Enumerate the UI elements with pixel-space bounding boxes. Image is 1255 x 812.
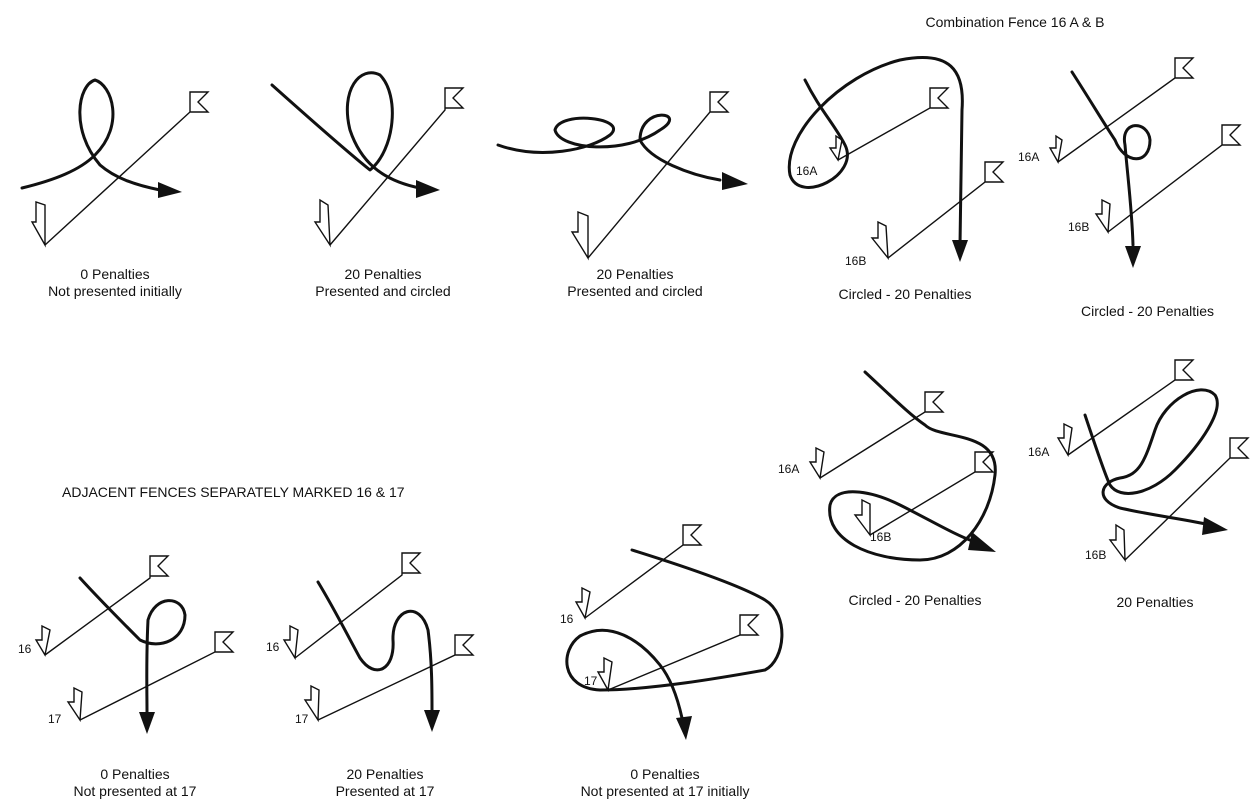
fence-label-6b: 16B [870, 530, 892, 544]
track-4 [787, 55, 964, 247]
arrow-3 [722, 172, 748, 190]
fence-10a [574, 524, 703, 621]
fence-label-4a: 16A [796, 164, 818, 178]
fence-label-8b: 17 [48, 712, 62, 726]
diagram-3 [496, 91, 748, 261]
caption-8: 0 Penalties Not presented at 17 [20, 766, 250, 800]
caption-2-note: Presented and circled [315, 283, 451, 299]
track-6 [828, 370, 997, 562]
caption-9: 20 Penalties Presented at 17 [270, 766, 500, 800]
fence-label-10b: 17 [584, 674, 598, 688]
fence-label-6a: 16A [778, 462, 800, 476]
caption-3-note: Presented and circled [567, 283, 703, 299]
arrow-7 [1202, 517, 1228, 535]
fence-9a [282, 552, 422, 661]
fence-label-7b: 16B [1085, 548, 1107, 562]
caption-5: Circled - 20 Penalties [1040, 303, 1255, 320]
fence-label-10a: 16 [560, 612, 574, 626]
fence-label-7a: 16A [1028, 445, 1050, 459]
caption-7-penalty: 20 Penalties [1116, 594, 1194, 610]
caption-6-penalty: Circled - 20 Penalties [848, 592, 982, 608]
diagram-4 [787, 55, 1005, 262]
fence-8b [66, 631, 235, 723]
caption-9-penalty: 20 Penalties [346, 766, 424, 782]
diagram-8 [34, 555, 235, 734]
caption-4-penalty: Circled - 20 Penalties [838, 286, 972, 302]
diagram-2 [270, 71, 465, 248]
diagram-7 [1056, 359, 1250, 563]
caption-9-note: Presented at 17 [335, 783, 435, 799]
track-5 [1070, 70, 1152, 247]
track-10 [565, 548, 784, 720]
caption-10-penalty: 0 Penalties [630, 766, 700, 782]
caption-3-penalty: 20 Penalties [596, 266, 674, 282]
fence-7a [1056, 359, 1195, 458]
diagram-10 [565, 524, 784, 740]
caption-10: 0 Penalties Not presented at 17 initiall… [520, 766, 810, 800]
fence-label-9b: 17 [295, 712, 309, 726]
track-1 [20, 78, 162, 192]
diagram-5 [1048, 57, 1242, 268]
fence-9b [303, 634, 475, 723]
fence-3 [570, 91, 730, 261]
fence-1 [30, 91, 210, 248]
arrow-8 [139, 712, 155, 734]
caption-5-penalty: Circled - 20 Penalties [1080, 303, 1215, 319]
caption-4: Circled - 20 Penalties [790, 286, 1020, 303]
fence-label-9a: 16 [266, 640, 280, 654]
fence-label-4b: 16B [845, 254, 867, 268]
track-3 [496, 113, 722, 182]
track-7 [1083, 388, 1219, 527]
diagram-9 [282, 552, 475, 732]
caption-1-note: Not presented initially [48, 283, 182, 299]
track-2 [270, 71, 422, 190]
caption-6: Circled - 20 Penalties [800, 592, 1030, 609]
arrow-2 [416, 180, 440, 198]
fence-5a [1048, 57, 1195, 165]
caption-8-note: Not presented at 17 [73, 783, 197, 799]
track-8 [78, 576, 187, 714]
fence-10b [596, 614, 760, 693]
fence-6b [853, 451, 995, 538]
fence-4b [870, 161, 1005, 261]
diagram-1 [20, 78, 210, 248]
arrow-10 [676, 716, 692, 740]
fence-label-5b: 16B [1068, 220, 1090, 234]
combination-fence-title: Combination Fence 16 A & B [925, 14, 1105, 30]
fence-7b [1108, 437, 1250, 563]
arrow-4 [952, 240, 968, 262]
caption-1: 0 Penalties Not presented initially [0, 266, 230, 300]
arrow-5 [1125, 246, 1141, 268]
fence-5b [1094, 124, 1242, 235]
adjacent-fences-title: ADJACENT FENCES SEPARATELY MARKED 16 & 1… [62, 484, 405, 500]
fence-label-8a: 16 [18, 642, 32, 656]
arrow-1 [158, 182, 182, 198]
fence-2 [313, 87, 465, 248]
caption-7: 20 Penalties [1060, 594, 1250, 611]
caption-2-penalty: 20 Penalties [344, 266, 422, 282]
diagram-6 [808, 370, 997, 562]
fence-6a [808, 391, 945, 480]
fence-8a [34, 555, 170, 657]
arrow-6 [968, 532, 996, 552]
caption-8-penalty: 0 Penalties [100, 766, 170, 782]
caption-2: 20 Penalties Presented and circled [268, 266, 498, 300]
arrow-9 [424, 710, 440, 732]
caption-3: 20 Penalties Presented and circled [520, 266, 750, 300]
fence-4a [828, 87, 950, 162]
caption-10-note: Not presented at 17 initially [580, 783, 750, 799]
caption-1-penalty: 0 Penalties [80, 266, 150, 282]
fence-label-5a: 16A [1018, 150, 1040, 164]
track-9 [316, 580, 434, 712]
